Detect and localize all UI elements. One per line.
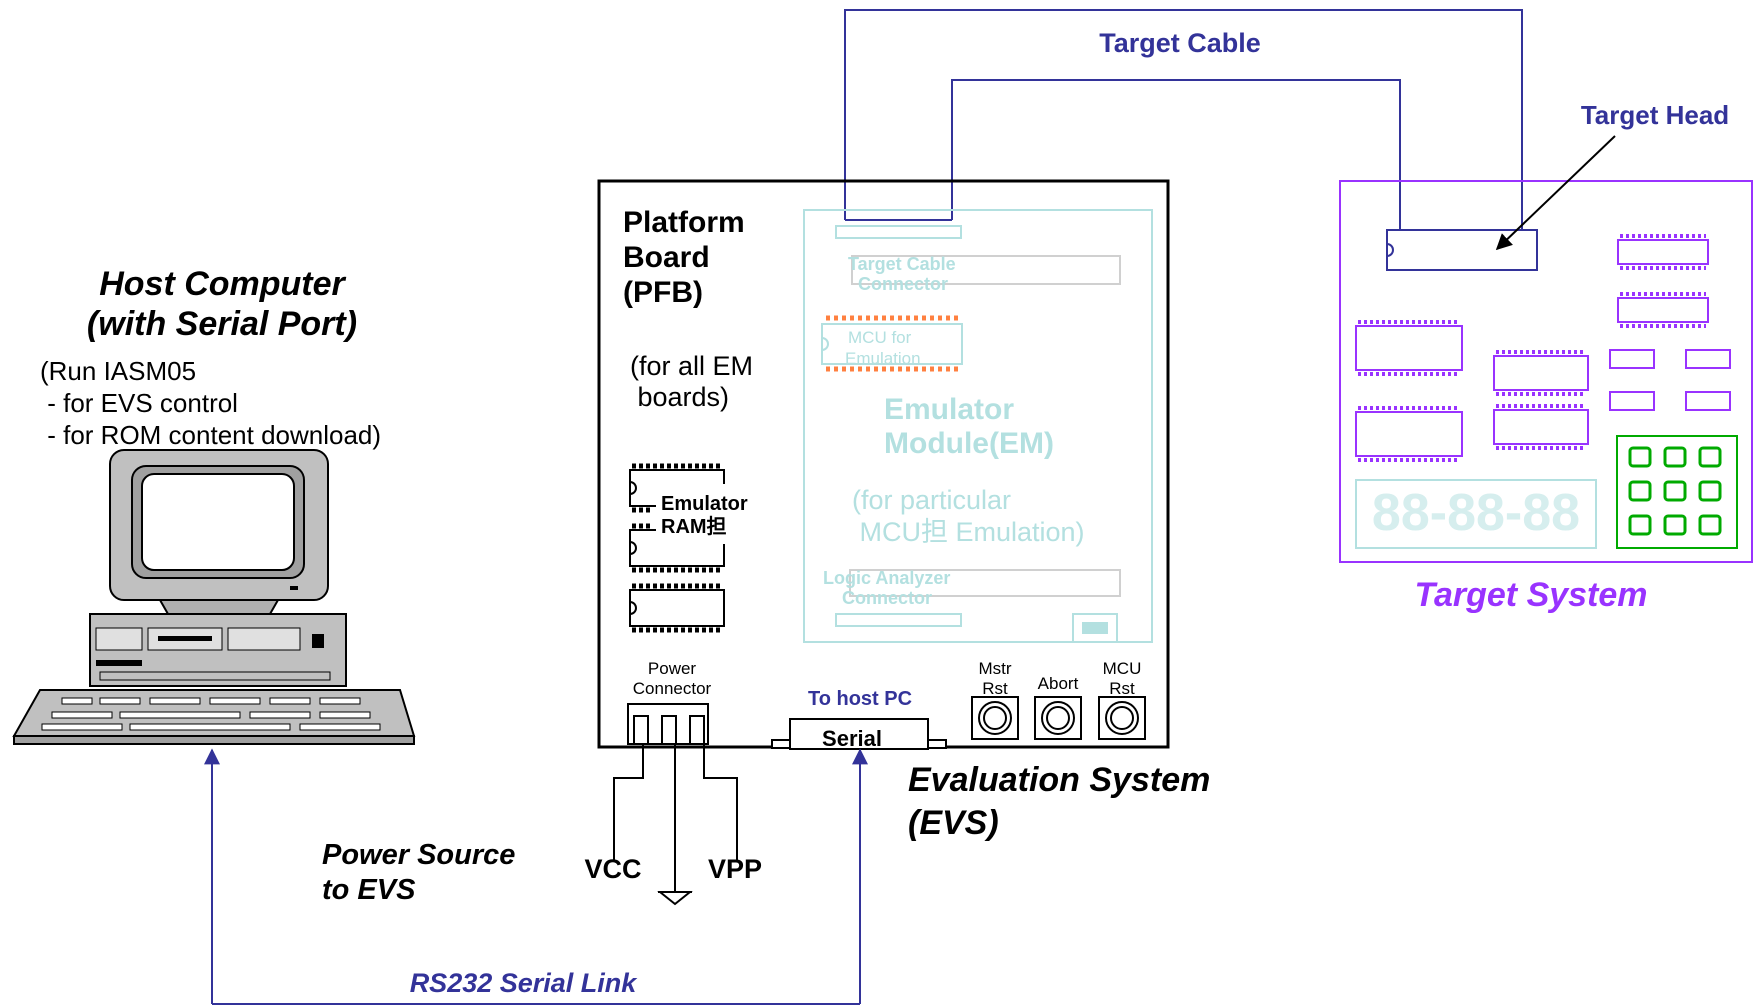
pfb-note-line1: (for all EM [630,351,753,381]
ram-label-line1: Emulator [661,493,748,515]
target-head-icon [1386,229,1538,271]
em-note-line2: MCU担 Emulation) [852,517,1085,547]
host-note-line1: (Run IASM05 [40,356,196,386]
emulator-module: Target Cable Connector MCU for Emulation… [803,209,1153,643]
ground-icon [657,891,693,906]
keyboard-icon [12,689,416,745]
evs-title-line2: (EVS) [908,804,999,842]
target-cable: Target Cable [844,9,1523,230]
mcu-chip-icon [821,315,963,372]
host-note-line3: - for ROM content download) [40,420,381,450]
target-cable-label: Target Cable [1099,28,1261,58]
keypad-icon [1616,435,1738,549]
power-source-line1: Power Source [322,839,515,871]
reset-buttons: Mstr Rst Abort MCU Rst [971,659,1146,740]
power-connector-line2: Connector [633,679,712,698]
target-head-label: Target Head [1581,100,1729,130]
vpp-label: VPP [708,854,762,884]
power-connector-icon [627,703,709,745]
button-mstr-line1: Mstr [978,659,1011,678]
logic-connector-line2: Connector [842,588,932,608]
host-note-line2: - for EVS control [40,388,238,418]
computer-case-icon [89,613,347,687]
button-abort-line1: Abort [1038,674,1079,693]
pfb-note-line2: boards) [630,382,729,412]
vcc-label: VCC [584,854,641,884]
cable-connector-line1: Target Cable [848,254,956,274]
em-title-line1: Emulator [884,393,1014,426]
button-mstr-line2: Rst [982,679,1008,698]
em-note-line1: (for particular [852,485,1011,515]
ram-label-line2: RAM担 [661,515,727,538]
button-mcu-line1: MCU [1103,659,1142,678]
cable-connector-line2: Connector [858,274,948,294]
computer-monitor-icon [109,449,329,615]
rs232-label: RS232 Serial Link [410,968,639,998]
mcu-label-line2: Emulation [845,349,921,368]
logic-connector-line1: Logic Analyzer [823,568,950,588]
rs232-link: RS232 Serial Link [204,748,868,1005]
to-host-label: To host PC [808,688,912,710]
serial-label: Serial [822,726,882,751]
power-connector: Power Connector [613,659,738,906]
evs-title-line1: Evaluation System [908,761,1210,799]
mcu-label-line1: MCU for [848,328,912,347]
pfb-title-line1: Platform [623,206,745,239]
seven-segment-display-icon: 88-88-88 [1355,479,1597,549]
platform-board: Platform Board (PFB) (for all EM boards)… [597,179,1170,749]
button-mcu-line2: Rst [1109,679,1135,698]
host-computer: Host Computer (with Serial Port) (Run IA… [12,265,416,745]
abort-button-icon [1034,696,1082,740]
serial-connector: To host PC Serial [771,688,947,751]
host-title-line2: (with Serial Port) [87,305,357,343]
mstr-rst-button-icon [971,696,1019,740]
power-connector-line1: Power [648,659,697,678]
target-system-label: Target System [1414,576,1647,614]
target-system: Target System Target Head [1339,100,1753,614]
mcu-rst-button-icon [1098,696,1146,740]
em-title-line2: Module(EM) [884,427,1054,460]
pfb-title-line2: Board [623,241,710,274]
host-title-line1: Host Computer [99,265,346,303]
pfb-title-line3: (PFB) [623,276,703,309]
svg-text:88-88-88: 88-88-88 [1372,484,1580,542]
ram-chip-icon [629,463,736,633]
power-source-line2: to EVS [322,874,416,906]
target-chips [1355,239,1731,457]
